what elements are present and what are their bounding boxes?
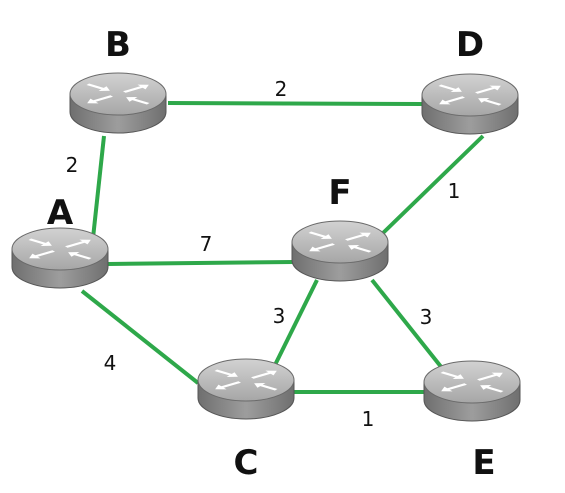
router-icon-f [291,220,389,282]
router-icon-b [69,72,167,134]
router-icon-a [11,227,109,289]
router-label-d: D [456,25,484,65]
router-label-b: B [105,25,131,65]
link-a-c [80,289,200,385]
link-f-e [370,278,444,370]
router-label-c: C [234,443,259,483]
weight-label-a-c: 4 [104,351,117,375]
router-label-e: E [472,443,495,483]
weight-label-f-e: 3 [420,305,433,329]
link-f-d [381,134,485,235]
routers-layer [11,72,521,422]
links-layer [80,101,485,394]
weight-label-a-f: 7 [200,232,213,256]
router-icon-e [423,360,521,422]
router-label-a: A [47,193,74,233]
weight-label-b-d: 2 [275,77,288,101]
weight-label-c-e: 1 [362,407,375,431]
weight-label-f-d: 1 [448,179,461,203]
weight-label-c-f: 3 [273,304,286,328]
link-b-d [167,101,423,106]
router-label-f: F [328,173,351,213]
link-a-f [107,260,294,266]
router-icon-c [197,358,295,420]
link-c-f [272,279,319,368]
link-a-b [91,135,106,239]
weight-label-a-b: 2 [66,153,79,177]
router-icon-d [421,73,519,135]
